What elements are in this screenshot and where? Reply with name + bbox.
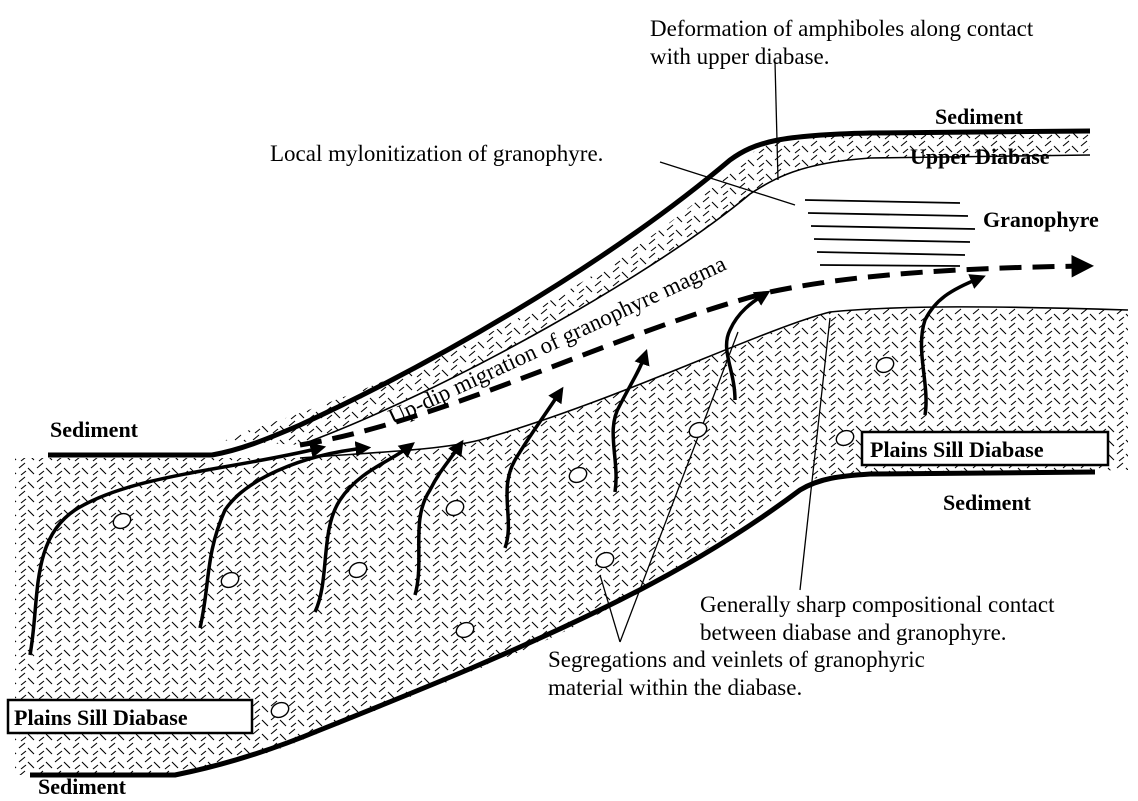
deformation-note-line2: with upper diabase. xyxy=(650,44,829,69)
plains-sill-left-label: Plains Sill Diabase xyxy=(14,705,188,730)
deformation-note-line1: Deformation of amphiboles along contact xyxy=(650,16,1034,41)
sediment-right-label: Sediment xyxy=(943,490,1032,515)
segregation-note-line2: material within the diabase. xyxy=(548,675,802,700)
sediment-bottom-label: Sediment xyxy=(38,774,127,799)
contact-note-line1: Generally sharp compositional contact xyxy=(700,592,1055,617)
contact-note-line2: between diabase and granophyre. xyxy=(700,620,1007,645)
granophyre-label: Granophyre xyxy=(983,207,1099,232)
upper-diabase-label: Upper Diabase xyxy=(910,144,1050,169)
mylonitization-note: Local mylonitization of granophyre. xyxy=(270,141,603,166)
sediment-top-right-label: Sediment xyxy=(935,104,1024,129)
segregation-note-line1: Segregations and veinlets of granophyric xyxy=(548,647,925,672)
plains-sill-right-label: Plains Sill Diabase xyxy=(870,437,1044,462)
sediment-left-label: Sediment xyxy=(50,417,139,442)
